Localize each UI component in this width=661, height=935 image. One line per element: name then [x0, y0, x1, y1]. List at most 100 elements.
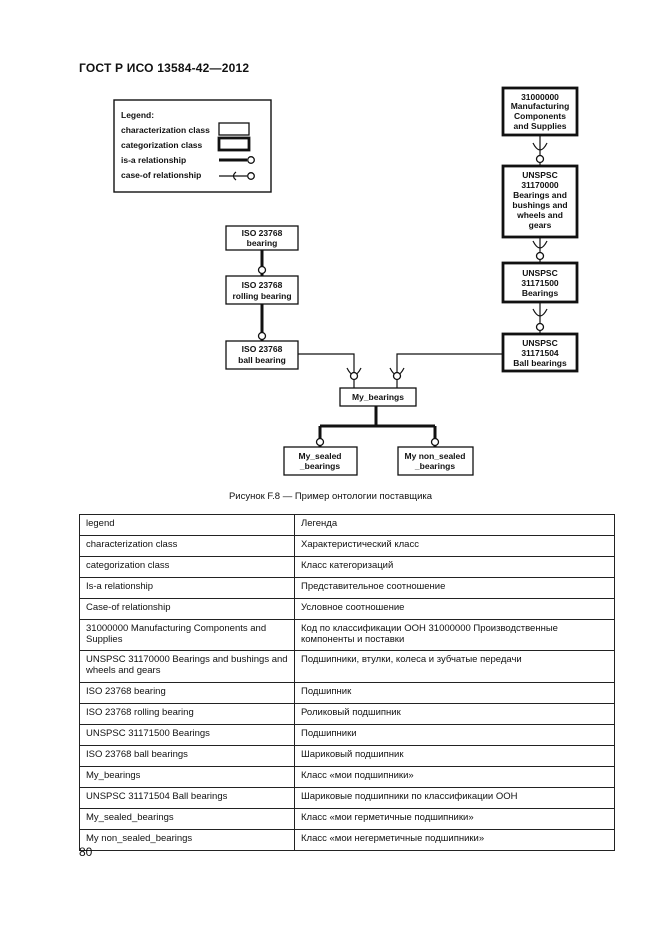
node-31171500-line2: 31171500 [521, 278, 559, 288]
node-31000000-line2: Manufacturing [511, 101, 570, 111]
term-en: My non_sealed_bearings [79, 828, 295, 851]
term-en: Case-of relationship [79, 597, 295, 620]
term-ru: Роликовый подшипник [294, 703, 615, 726]
characterization-symbol [218, 122, 250, 136]
node-iso-bearing-line2: bearing [247, 238, 278, 248]
term-ru: Условное соотношение [294, 597, 615, 620]
is-a-circle [257, 331, 267, 341]
term-ru: Код по классификации ООН 31000000 Произв… [294, 618, 615, 652]
table-row: UNSPSC 31170000 Bearings and bushings an… [79, 650, 615, 684]
table-row: 31000000 Manufacturing Components and Su… [79, 618, 615, 652]
term-ru: Класс категоризаций [294, 555, 615, 578]
term-ru: Подшипники [294, 724, 615, 747]
term-en: legend [79, 514, 295, 536]
node-my-non-sealed-line1: My non_sealed [405, 451, 466, 461]
case-of-cup [532, 308, 548, 317]
node-iso-rolling-bearing: ISO 23768 rolling bearing [225, 275, 299, 305]
term-en: Is-a relationship [79, 576, 295, 599]
ontology-diagram: Legend: characterization class categoriz… [113, 86, 579, 476]
case-of-circle [535, 154, 545, 164]
legend-title: Legend: [121, 110, 154, 120]
node-unspsc-31171500: UNSPSC 31171500 Bearings [501, 261, 579, 304]
term-ru: Подшипник [294, 682, 615, 705]
is-a-symbol-circle [247, 156, 255, 164]
relationship-lines [257, 135, 548, 447]
node-my-non-sealed-bearings: My non_sealed _bearings [397, 446, 474, 476]
node-31000000-line3: Components [514, 111, 566, 121]
node-iso-ball-line1: ISO 23768 [242, 344, 283, 354]
term-en: UNSPSC 31170000 Bearings and bushings an… [79, 650, 295, 684]
term-en: characterization class [79, 534, 295, 557]
term-en: UNSPSC 31171504 Ball bearings [79, 786, 295, 809]
term-ru: Класс «мои подшипники» [294, 765, 615, 788]
legend-item-case-of: case-of relationship [121, 170, 201, 180]
node-my-sealed-line2: _bearings [299, 461, 340, 471]
node-my-sealed-bearings: My_sealed _bearings [283, 446, 358, 476]
node-my-sealed-line1: My_sealed [299, 451, 342, 461]
is-a-circle [257, 265, 267, 275]
term-en: ISO 23768 bearing [79, 682, 295, 705]
node-iso-bearing: ISO 23768 bearing [225, 225, 299, 251]
node-iso-bearing-line1: ISO 23768 [242, 228, 283, 238]
node-unspsc-31171504: UNSPSC 31171504 Ball bearings [501, 332, 579, 373]
node-31170000-line4: bushings and [512, 200, 567, 210]
case-of-circle [535, 251, 545, 261]
term-ru: Представительное соотношение [294, 576, 615, 599]
node-31171504-line2: 31171504 [521, 348, 559, 358]
node-31170000-line1: UNSPSC [522, 170, 557, 180]
is-a-circle [315, 437, 325, 447]
node-my-bearings-label: My_bearings [352, 392, 404, 402]
figure-caption: Рисунок F.8 — Пример онтологии поставщик… [228, 491, 433, 502]
node-iso-ball-bearing: ISO 23768 ball bearing [225, 340, 299, 370]
term-en: ISO 23768 ball bearings [79, 745, 295, 767]
case-of-symbol-circle [247, 172, 255, 180]
node-31171500-line1: UNSPSC [522, 268, 557, 278]
term-en: categorization class [79, 555, 295, 578]
term-ru: Шариковые подшипники по классификации ОО… [294, 786, 615, 809]
document-header: ГОСТ Р ИСО 13584-42—2012 [79, 61, 250, 75]
case-of-my-bearings-to-31171504 [396, 353, 503, 388]
node-31170000-line3: Bearings and [513, 190, 567, 200]
term-ru: Легенда [294, 514, 615, 536]
node-31000000-line1: 31000000 [521, 92, 559, 102]
case-of-circle [535, 322, 545, 332]
term-ru: Подшипники, втулки, колеса и зубчатые пе… [294, 650, 615, 684]
term-en: UNSPSC 31171500 Bearings [79, 724, 295, 747]
node-my-non-sealed-line2: _bearings [414, 461, 455, 471]
node-31171500-line3: Bearings [522, 288, 559, 298]
case-of-cup [532, 240, 548, 249]
case-of-circle [392, 371, 402, 381]
node-unspsc-31170000: UNSPSC 31170000 Bearings and bushings an… [501, 164, 579, 239]
legend-item-categorization: categorization class [121, 140, 203, 150]
legend: Legend: characterization class categoriz… [113, 99, 272, 193]
node-31171504-line3: Ball bearings [513, 358, 567, 368]
legend-item-is-a: is-a relationship [121, 155, 186, 165]
case-of-circle [349, 371, 359, 381]
categorization-symbol [217, 136, 251, 152]
node-unspsc-31000000: 31000000 Manufacturing Components and Su… [501, 86, 579, 137]
term-ru: Шариковый подшипник [294, 745, 615, 767]
node-iso-rolling-line1: ISO 23768 [242, 280, 283, 290]
node-31170000-line5: wheels and [516, 210, 563, 220]
term-ru: Класс «мои герметичные подшипники» [294, 807, 615, 830]
term-en: 31000000 Manufacturing Components and Su… [79, 618, 295, 652]
term-ru: Класс «мои негерметичные подшипники» [294, 828, 615, 851]
node-my-bearings: My_bearings [339, 387, 417, 407]
is-a-circle [430, 437, 440, 447]
term-en: My_bearings [79, 765, 295, 788]
ontology-diagram-svg: Legend: characterization class categoriz… [113, 86, 579, 476]
